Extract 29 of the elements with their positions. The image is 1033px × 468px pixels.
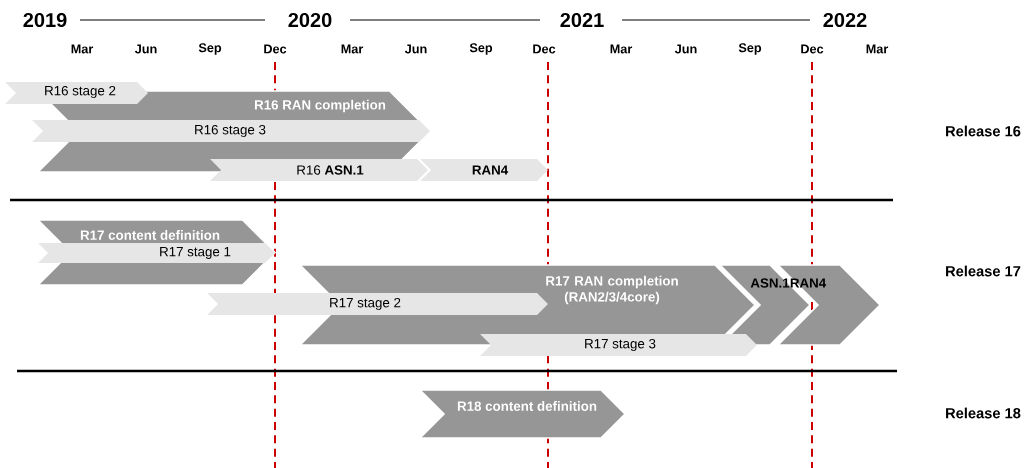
month-label: Jun [134,44,157,54]
year-label: 2019 [23,12,67,28]
month-label: Sep [738,43,762,55]
year-label: 2022 [823,12,867,28]
release-label: Release 17 [946,265,1021,277]
year-label: 2021 [560,12,604,28]
chevron-bar: RAN4 [420,159,548,181]
month-label: Jun [674,44,697,54]
chevron-bar: R17 stage 2 [207,293,548,315]
node-label: RAN4 [472,165,509,175]
chevron-bar: R18 content definition [418,389,627,439]
month-label: Mar [341,44,364,54]
month-label: Mar [610,44,633,54]
month-label: Dec [264,44,287,54]
chevron-bar: R16 stage 3 [32,120,430,142]
month-label: Sep [469,43,493,55]
chevron-bar: R16 ASN.1 [210,159,428,181]
release-label: Release 18 [946,407,1021,419]
release-label: Release 16 [946,125,1021,137]
month-label: Sep [198,43,222,55]
month-label: Dec [533,44,556,54]
month-label: Dec [801,44,824,54]
chevron-bar: R16 stage 2 [5,82,148,104]
month-label: Jun [404,44,427,54]
year-label: 2020 [288,12,332,28]
chevron-bar: R17 stage 1 [38,243,275,263]
node-label: R16 ASN.1 [297,165,364,175]
month-label: Mar [866,44,889,54]
month-label: Mar [71,44,94,54]
